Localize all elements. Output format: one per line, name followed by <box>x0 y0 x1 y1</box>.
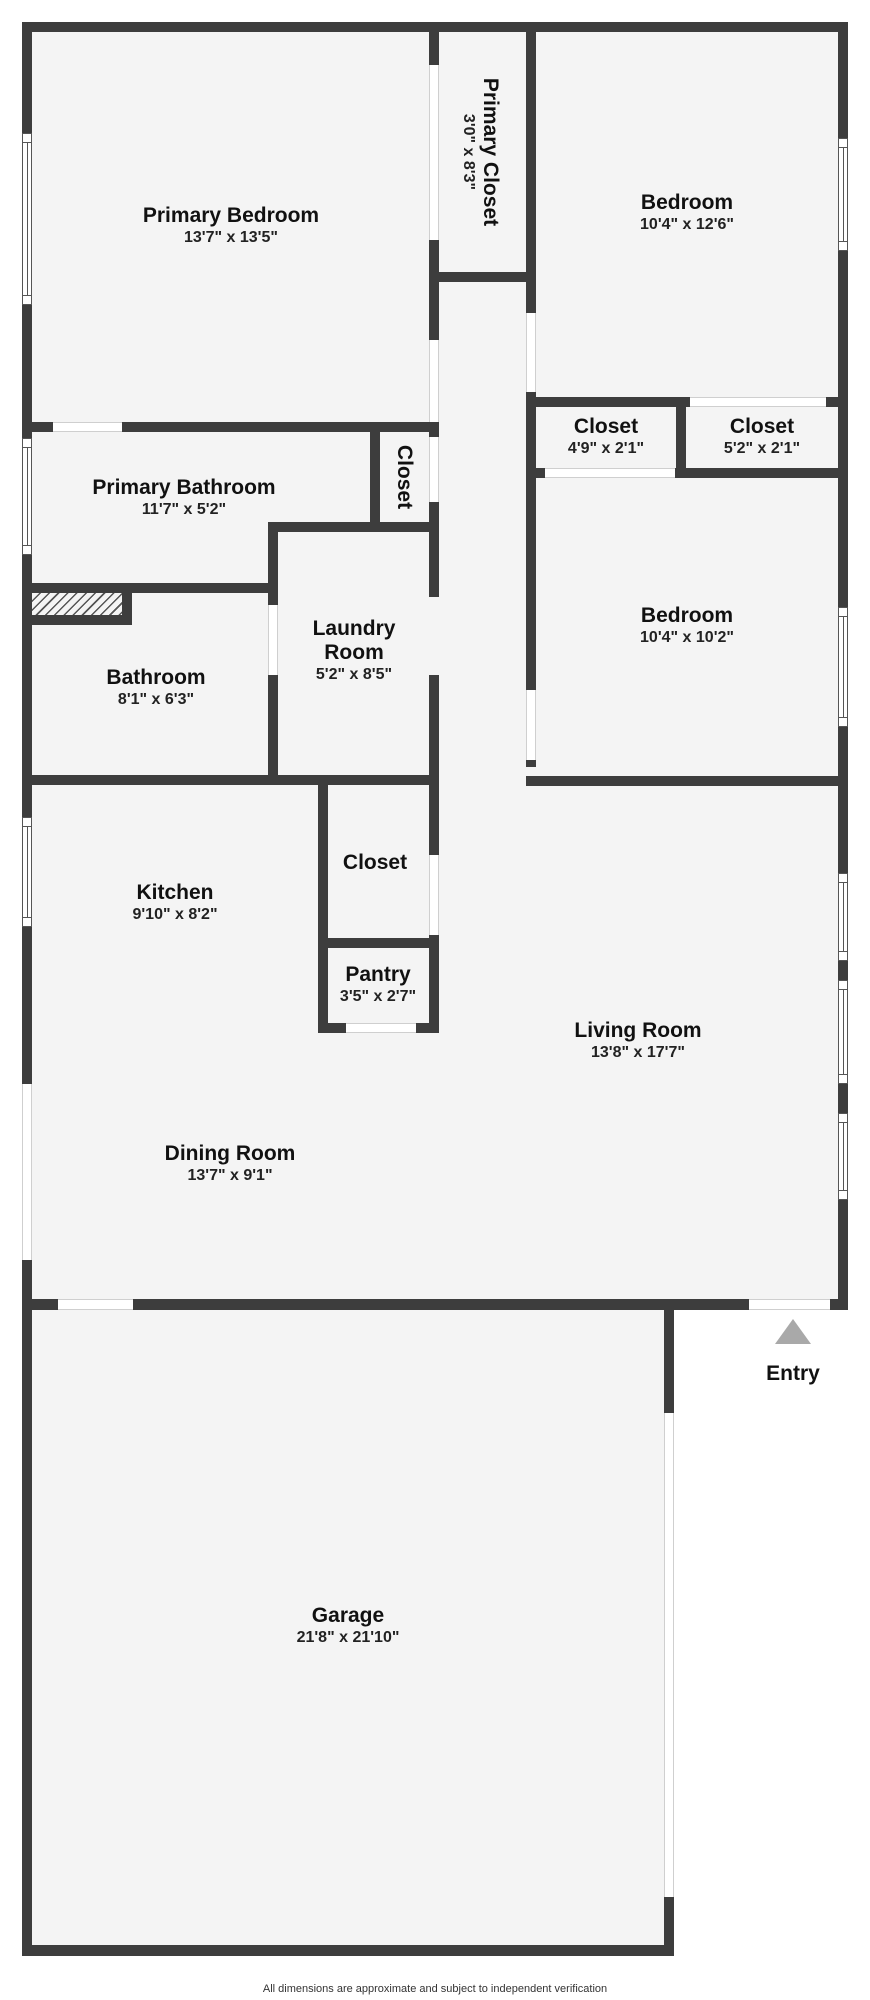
window-primary-bedroom <box>22 133 32 305</box>
room-dimensions: 5'2" x 2'1" <box>723 440 801 457</box>
room-label-closet-b: Closet 5'2" x 2'1" <box>724 415 800 459</box>
garage-wall-bottom <box>22 1945 674 1956</box>
room-label-small-closet: Closet <box>392 445 416 509</box>
wall-closet-pantry-divider <box>318 938 439 948</box>
room-dimensions: 13'8" x 17'7" <box>591 1044 685 1061</box>
window-living-1 <box>838 873 848 961</box>
room-name: Closet <box>342 851 408 874</box>
room-name: Closet <box>393 444 416 510</box>
room-name: Laundry <box>312 617 396 640</box>
room-name: Garage <box>311 1604 385 1627</box>
room-label-laundry: Laundry Room 5'2" x 8'5" <box>313 617 396 685</box>
room-dimensions: 5'2" x 8'5" <box>315 666 393 683</box>
room-dimensions: 13'7" x 13'5" <box>184 229 278 246</box>
room-name: Bedroom <box>640 604 734 627</box>
window-living-2 <box>838 980 848 1084</box>
room-dimensions: 13'7" x 9'1" <box>187 1167 273 1184</box>
room-dimensions: 10'4" x 10'2" <box>640 629 734 646</box>
outer-wall-left <box>22 22 32 1956</box>
room-name: Closet <box>573 415 639 438</box>
garage-door-opening[interactable] <box>664 1413 674 1897</box>
room-name: Dining Room <box>164 1142 296 1165</box>
opening-hall-living <box>526 767 536 776</box>
room-label-pantry: Pantry 3'5" x 2'7" <box>340 963 416 1007</box>
room-name: Primary Closet <box>479 77 502 227</box>
wall-primary-bedroom-south <box>22 422 439 432</box>
entry-arrow-icon <box>775 1319 811 1344</box>
wall-bathroom-north <box>22 583 278 593</box>
wall-hall-closet-west <box>318 775 328 1033</box>
room-dimensions: 21'8" x 21'10" <box>296 1629 400 1646</box>
door-primary-bedroom-hall[interactable] <box>429 340 439 422</box>
disclaimer-footer: All dimensions are approximate and subje… <box>262 1983 608 1995</box>
door-small-closet[interactable] <box>429 437 439 502</box>
room-dimensions: 9'10" x 8'2" <box>132 906 218 923</box>
room-label-kitchen: Kitchen 9'10" x 8'2" <box>132 881 217 925</box>
door-closet-a[interactable] <box>545 468 675 478</box>
entry-label: Entry <box>766 1362 820 1386</box>
window-primary-bathroom <box>22 438 32 555</box>
room-label-bedroom-1: Bedroom 10'4" x 12'6" <box>640 191 734 235</box>
door-primary-closet[interactable] <box>429 65 439 240</box>
wall-laundry-north <box>268 522 439 532</box>
wall-small-closet-west <box>370 422 380 532</box>
door-bedroom2[interactable] <box>526 690 536 760</box>
wall-hall-west <box>429 422 439 1033</box>
door-hall-closet[interactable] <box>429 855 439 935</box>
door-primary-bathroom[interactable] <box>53 422 122 432</box>
room-dimensions: 3'0" x 8'3" <box>460 113 477 191</box>
room-name: Primary Bathroom <box>92 476 276 499</box>
living-garage-wall <box>22 1299 848 1310</box>
room-label-hall-closet: Closet <box>343 851 407 875</box>
room-name: Living Room <box>574 1019 702 1042</box>
room-label-dining: Dining Room 13'7" x 9'1" <box>165 1142 296 1186</box>
room-name: Primary Bedroom <box>142 204 320 227</box>
wall-primary-closet-south <box>429 272 536 282</box>
room-label-primary-bedroom: Primary Bedroom 13'7" x 13'5" <box>143 204 319 248</box>
opening-laundry-hall[interactable] <box>429 597 439 675</box>
room-name: Closet <box>729 415 795 438</box>
room-dimensions: 4'9" x 2'1" <box>567 440 645 457</box>
room-name: Bedroom <box>640 191 734 214</box>
wall-primary-closet-east <box>526 22 536 767</box>
room-label-primary-bathroom: Primary Bathroom 11'7" x 5'2" <box>92 476 275 520</box>
room-label-living: Living Room 13'8" x 17'7" <box>574 1019 701 1063</box>
room-dimensions: 11'7" x 5'2" <box>141 501 227 518</box>
room-label-bathroom: Bathroom 8'1" x 6'3" <box>106 666 205 710</box>
wall-bedroom2-south <box>526 776 848 786</box>
room-label-garage: Garage 21'8" x 21'10" <box>297 1604 400 1648</box>
room-label-closet-a: Closet 4'9" x 2'1" <box>568 415 644 459</box>
room-name: Room <box>324 641 384 664</box>
wall-bathroom-south <box>22 775 439 785</box>
door-closet-b[interactable] <box>690 397 826 407</box>
room-dimensions: 8'1" x 6'3" <box>117 691 195 708</box>
door-garage-interior[interactable] <box>58 1299 133 1310</box>
room-dimensions: 10'4" x 12'6" <box>640 216 734 233</box>
door-entry[interactable] <box>749 1299 830 1310</box>
wall-closets-divider <box>676 397 686 478</box>
door-dining-exterior[interactable] <box>22 1084 32 1260</box>
room-name: Kitchen <box>136 881 214 904</box>
door-bedroom1[interactable] <box>526 313 536 392</box>
room-name: Pantry <box>345 963 411 986</box>
entry-text: Entry <box>766 1362 820 1385</box>
door-bathroom-laundry[interactable] <box>268 605 278 675</box>
room-dimensions: 3'5" x 2'7" <box>339 988 417 1005</box>
door-pantry[interactable] <box>346 1023 416 1033</box>
wall-closets-south <box>526 468 848 478</box>
room-label-bedroom-2: Bedroom 10'4" x 10'2" <box>640 604 734 648</box>
room-name: Bathroom <box>106 666 206 689</box>
hatched-shaft <box>32 593 122 615</box>
window-living-3 <box>838 1113 848 1200</box>
wall-closets-north <box>526 397 848 407</box>
window-kitchen <box>22 817 32 927</box>
window-bedroom2 <box>838 607 848 727</box>
room-label-primary-closet: Primary Closet 3'0" x 8'3" <box>458 78 502 226</box>
window-bedroom1 <box>838 138 848 251</box>
garage-floor-area <box>22 1300 674 1956</box>
